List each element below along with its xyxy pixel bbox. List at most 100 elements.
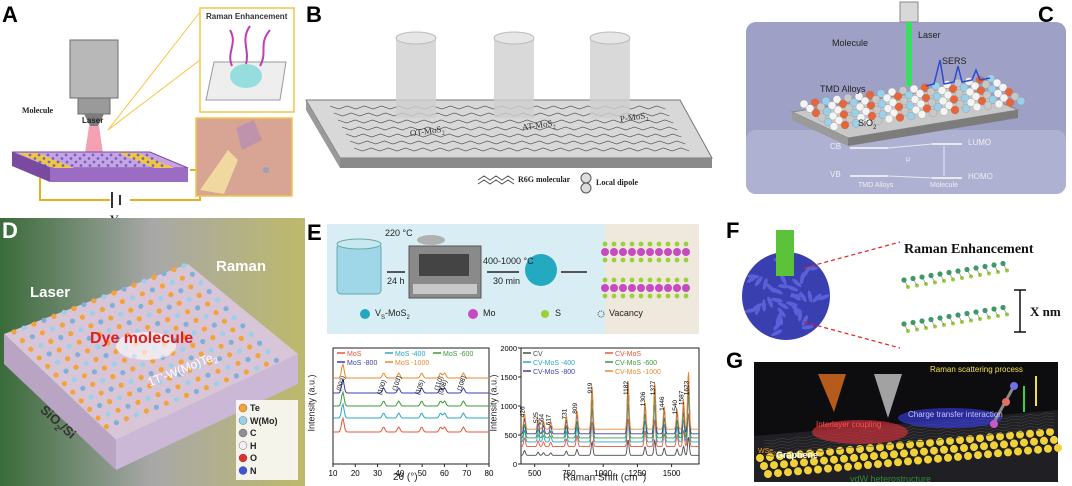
temp1-label: 220 °C — [385, 228, 413, 238]
r6g-molecule-icon — [477, 175, 515, 185]
raman-ytick-label: 2000 — [500, 344, 517, 353]
homo-label: HOMO — [968, 172, 993, 181]
molecule-icon — [990, 382, 1018, 428]
time2-label: 30 min — [493, 276, 521, 286]
xrd-series-line — [333, 402, 489, 419]
xrd-xlabel: 2θ (°) — [393, 472, 418, 483]
raman-peak-label: 1182 — [623, 381, 630, 395]
xrd-xtick-label: 30 — [373, 469, 382, 478]
legend-dipole: Local dipole — [596, 178, 639, 187]
panel-label-e: E — [307, 220, 322, 245]
laser-cone-2 — [874, 374, 902, 418]
interlayer-glow — [812, 420, 908, 444]
raman-legend-label: CV-MoS — [615, 351, 641, 358]
legend-vacancy-label: Vacancy — [609, 308, 643, 318]
raman-ytick-label: 1000 — [500, 402, 517, 411]
raman-peak-label: 731 — [561, 408, 568, 419]
raman-label: Raman — [216, 258, 267, 275]
raman-ylabel: Intensity (a.u.) — [488, 374, 499, 432]
panel-a: A Raman Enhancement Molecule Laser Vg — [0, 0, 300, 240]
element-legend: Te W(Mo) C H O N — [250, 402, 277, 477]
mu-label: μ — [906, 156, 911, 163]
graphene-label: Graphene — [776, 450, 819, 460]
raman-series-line — [520, 396, 699, 443]
sers-spectrum — [925, 59, 991, 87]
charge-transfer-label: Charge transfer interaction — [908, 410, 1003, 419]
xrd-peak-label: (100) — [376, 379, 388, 396]
xrd-xtick-label: 40 — [395, 469, 404, 478]
xrd-legend-label: MoS — [347, 351, 362, 358]
molecule-label: Molecule — [22, 106, 54, 115]
laser-label: Laser — [918, 30, 941, 40]
raman-series-line — [520, 373, 699, 435]
raman-legend-label: CV-MoS -400 — [533, 360, 575, 367]
electrode-right — [118, 153, 174, 168]
legend-box — [236, 400, 298, 480]
legend-mo-label: Mo — [483, 308, 496, 318]
raman-enhancement-title: Raman Enhancement — [206, 12, 288, 21]
xrd-peak-label: (110) — [433, 375, 445, 391]
interlayer-label: Interlayer coupling — [816, 420, 882, 429]
raman-xtick-label: 1250 — [628, 469, 646, 478]
objective-lens — [69, 39, 119, 99]
raman-peak-label: 617 — [546, 414, 553, 425]
charge-transfer-glow — [898, 408, 1002, 428]
legend-te: Te — [250, 403, 260, 413]
xrd-xtick-label: 50 — [418, 469, 427, 478]
raman-enhancement-title: Raman Enhancement — [904, 242, 1034, 257]
legend-o: O — [250, 453, 258, 463]
raman-xtick-label: 1500 — [663, 469, 681, 478]
panel-a-illustration — [11, 7, 295, 208]
panel-g-illustration — [754, 362, 1062, 482]
molecule-label: Molecule — [832, 38, 869, 48]
panel-f-illustration — [742, 230, 1026, 349]
raman-peak-label: 1306 — [640, 391, 647, 406]
panel-c-illustration — [746, 1, 1066, 194]
legend-mo-dot — [468, 309, 478, 319]
raman-ytick-label: 500 — [504, 431, 517, 440]
raman-process-label: Raman scattering process — [930, 365, 1023, 374]
raman-series-line — [520, 437, 699, 456]
energy-diagram — [850, 143, 962, 179]
xrd-xtick-label: 60 — [440, 469, 449, 478]
raman-series-line — [520, 386, 699, 439]
panel-c: C Laser Molecule SERS TMD Alloys SiO2 CB… — [722, 0, 1072, 200]
raman-peak-label: 809 — [572, 403, 579, 414]
xrd-series-line — [333, 416, 489, 433]
xrd-peak-label: (008) — [437, 379, 449, 396]
panel-f: F Raman Enhancement X nm — [724, 210, 1072, 350]
raman-xtick-label: 500 — [528, 469, 542, 478]
raman-series-line — [520, 413, 699, 448]
laser-cone-1 — [818, 374, 846, 412]
raman-peak-label: 1377 — [650, 380, 657, 395]
raman-peak-label: 1587 — [679, 390, 686, 405]
xrd-legend-label: MoS -800 — [347, 360, 377, 367]
local-dipole-icon — [580, 172, 592, 194]
raman-peak-label: 1623 — [683, 380, 690, 395]
raman-peak-label: 426 — [520, 406, 527, 417]
xrd-xtick-label: 70 — [462, 469, 471, 478]
panel-label-b: B — [306, 2, 322, 27]
xrd-legend-label: MoS -400 — [395, 351, 425, 358]
tmd-bottom-label: TMD Alloys — [858, 182, 894, 189]
legend-s-dot — [541, 310, 549, 318]
sio2-label: SiO2 — [858, 118, 877, 131]
electrode-left — [18, 153, 74, 168]
dye-molecule-glow — [116, 332, 176, 360]
legend-vs-label: VS-MoS2 — [375, 308, 410, 321]
raman-series-line — [520, 372, 699, 430]
xrd-legend-label: MoS -1000 — [395, 360, 429, 367]
raman-peak-label: 525 — [533, 412, 540, 423]
lumo-label: LUMO — [968, 138, 992, 147]
xrd-legend-label: MoS -600 — [443, 351, 473, 358]
panel-label-d: D — [2, 218, 18, 243]
dye-molecule-label: Dye molecule — [90, 330, 194, 347]
xrd-xtick-label: 10 — [329, 469, 338, 478]
panel-label-g: G — [726, 348, 744, 373]
time1-label: 24 h — [387, 276, 405, 286]
legend-vacancy-dot — [597, 310, 605, 318]
tmd-alloys-label: TMD Alloys — [820, 84, 866, 94]
panel-label-a: A — [2, 2, 18, 27]
xrd-peak-label: (103) — [391, 375, 403, 392]
